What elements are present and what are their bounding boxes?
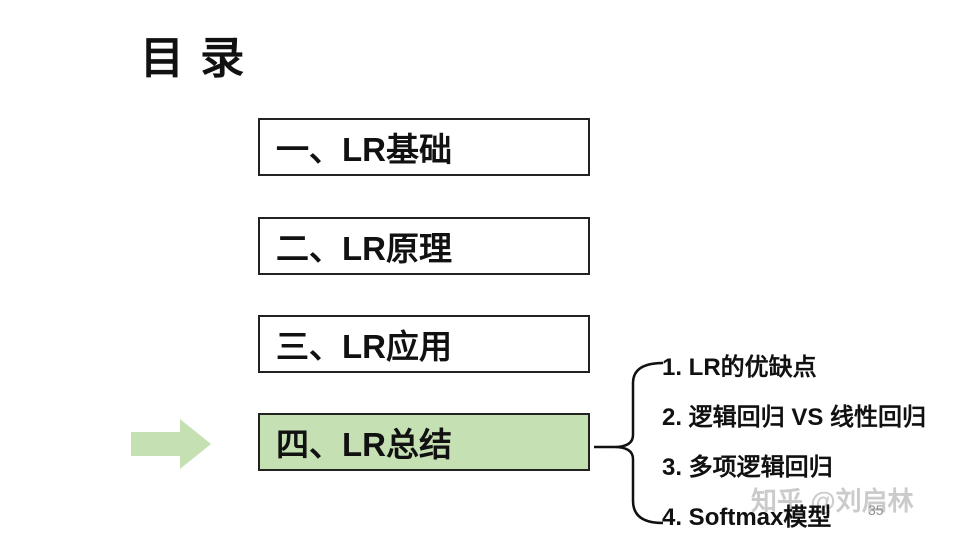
watermark: 知乎 @刘启林 [751,486,914,516]
brace-connector-icon [594,361,664,525]
toc-item-lr-principle: 二、LR原理 [258,217,590,275]
toc-item-label: 四、LR总结 [276,426,452,463]
subtopic-softmax-model: 4. Softmax模型 [662,504,832,531]
toc-item-label: 二、LR原理 [276,230,452,267]
subtopic-multinomial-lr: 3. 多项逻辑回归 [662,454,833,481]
toc-item-label: 一、LR基础 [276,131,452,168]
subtopic-lr-vs-linear: 2. 逻辑回归 VS 线性回归 [662,404,927,431]
toc-item-lr-basics: 一、LR基础 [258,118,590,176]
toc-item-label: 三、LR应用 [276,328,452,365]
toc-item-lr-summary: 四、LR总结 [258,413,590,471]
right-arrow-icon [131,419,211,469]
page-title: 目 录 [140,34,247,83]
toc-item-lr-application: 三、LR应用 [258,315,590,373]
page-number: 35 [868,502,884,518]
subtopic-lr-pros-cons: 1. LR的优缺点 [662,354,817,381]
